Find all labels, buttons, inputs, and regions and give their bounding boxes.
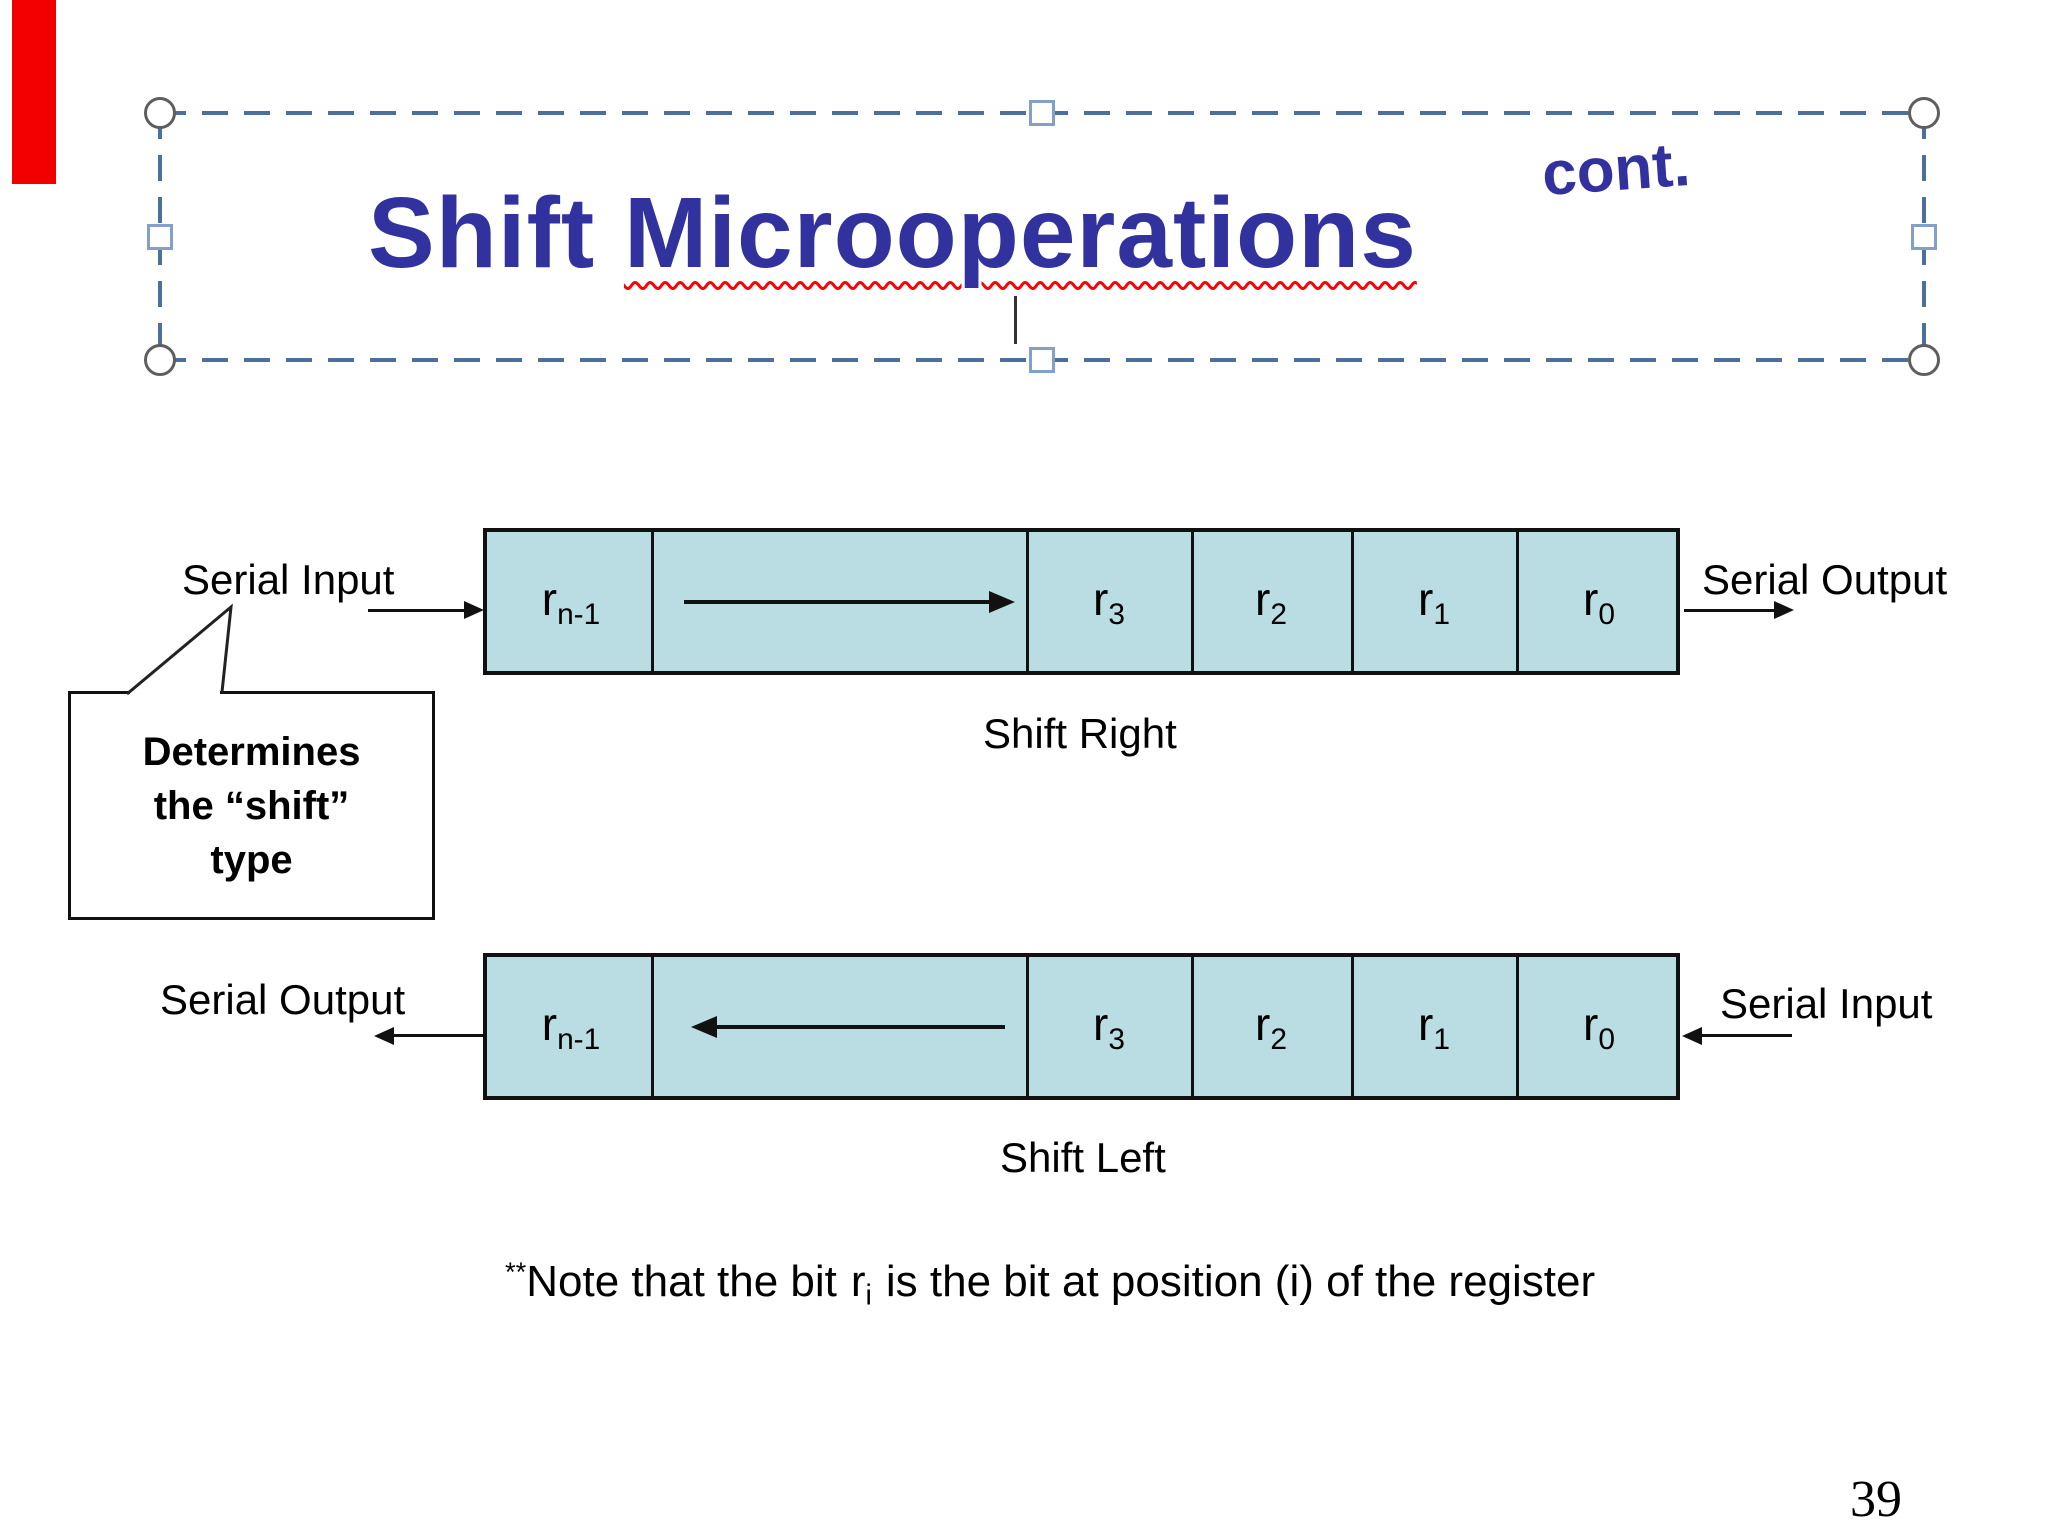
shift-right-direction-arrowhead: [989, 591, 1015, 613]
register-cell-r0: r0: [1583, 572, 1615, 631]
shift-left-register: rn-1 r3 r2 r1 r0: [483, 953, 1680, 1100]
serial-output-arrowhead-top: [1774, 601, 1794, 619]
serial-output-label-top: Serial Output: [1702, 556, 1948, 603]
title-word-shift[interactable]: Shift: [368, 177, 624, 289]
register-cell-r3: r3: [1093, 997, 1125, 1056]
register-cell-rn1: rn-1: [541, 997, 601, 1056]
serial-output-arrow-line-bottom: [392, 1034, 485, 1037]
register-divider: [1351, 532, 1354, 671]
slide-title[interactable]: Shift Microoperations: [368, 176, 1417, 291]
register-cell-r3: r3: [1093, 572, 1125, 631]
title-cont-superscript[interactable]: cont.: [1539, 129, 1693, 210]
serial-input-arrowhead-bottom: [1682, 1027, 1702, 1045]
serial-input-arrow-line-bottom: [1700, 1034, 1792, 1037]
selection-handle-top-right[interactable]: [1908, 97, 1940, 129]
register-cell-rn1: rn-1: [541, 572, 601, 631]
selection-handle-bottom-center[interactable]: [1029, 347, 1055, 373]
page-number: 39: [1850, 1471, 1902, 1528]
register-divider: [1351, 957, 1354, 1096]
register-cell-r1: r1: [1418, 572, 1450, 631]
register-divider: [1026, 532, 1029, 671]
callout-box: Determines the “shift” type: [68, 691, 435, 920]
shift-right-caption: Shift Right: [983, 710, 1177, 757]
serial-input-label-bottom: Serial Input: [1720, 980, 1933, 1027]
register-divider: [1191, 532, 1194, 671]
shift-right-direction-arrow-line: [684, 600, 991, 604]
shift-right-register: rn-1 r3 r2 r1 r0: [483, 528, 1680, 675]
title-word-microoperations[interactable]: Microoperations: [623, 177, 1417, 289]
shift-left-caption: Shift Left: [1000, 1134, 1166, 1181]
register-divider: [1516, 957, 1519, 1096]
register-cell-r2: r2: [1255, 572, 1287, 631]
selection-handle-top-left[interactable]: [144, 97, 176, 129]
register-cell-r1: r1: [1418, 997, 1450, 1056]
selection-handle-middle-right[interactable]: [1911, 224, 1937, 250]
footnote-suffix: is the bit at position (i) of the regist…: [885, 1257, 1596, 1306]
register-divider: [1191, 957, 1194, 1096]
footnote-bit-symbol: ri: [850, 1257, 872, 1312]
callout-top-border-right: [220, 691, 435, 694]
serial-input-arrow-line-top: [368, 609, 466, 612]
register-cell-r2: r2: [1255, 997, 1287, 1056]
selection-handle-bottom-right[interactable]: [1908, 344, 1940, 376]
register-divider: [651, 957, 654, 1096]
shift-left-direction-arrowhead: [691, 1016, 717, 1038]
register-divider: [1026, 957, 1029, 1096]
register-divider: [651, 532, 654, 671]
footnote: **Note that the bit ri is the bit at posit…: [505, 1256, 1595, 1313]
footnote-prefix: Note that the bit: [526, 1257, 837, 1306]
selection-handle-bottom-left[interactable]: [144, 344, 176, 376]
register-cell-r0: r0: [1583, 997, 1615, 1056]
serial-input-label-top: Serial Input: [182, 556, 395, 603]
shift-left-direction-arrow-line: [715, 1025, 1005, 1029]
serial-input-arrowhead-top: [464, 601, 484, 619]
callout-top-border-left: [68, 691, 130, 694]
serial-output-label-bottom: Serial Output: [160, 976, 406, 1023]
callout-line-1: Determines: [142, 730, 361, 774]
text-caret: [1014, 296, 1017, 344]
serial-output-arrowhead-bottom: [374, 1027, 394, 1045]
selection-handle-middle-left[interactable]: [147, 224, 173, 250]
callout-line-2: the “shift”: [153, 784, 350, 828]
register-divider: [1516, 532, 1519, 671]
footnote-stars: **: [505, 1256, 527, 1287]
serial-output-arrow-line-top: [1684, 609, 1776, 612]
red-accent-bar: [12, 0, 56, 184]
callout-line-3: type: [210, 838, 293, 882]
selection-handle-top-center[interactable]: [1029, 100, 1055, 126]
callout-pointer: [126, 603, 233, 696]
